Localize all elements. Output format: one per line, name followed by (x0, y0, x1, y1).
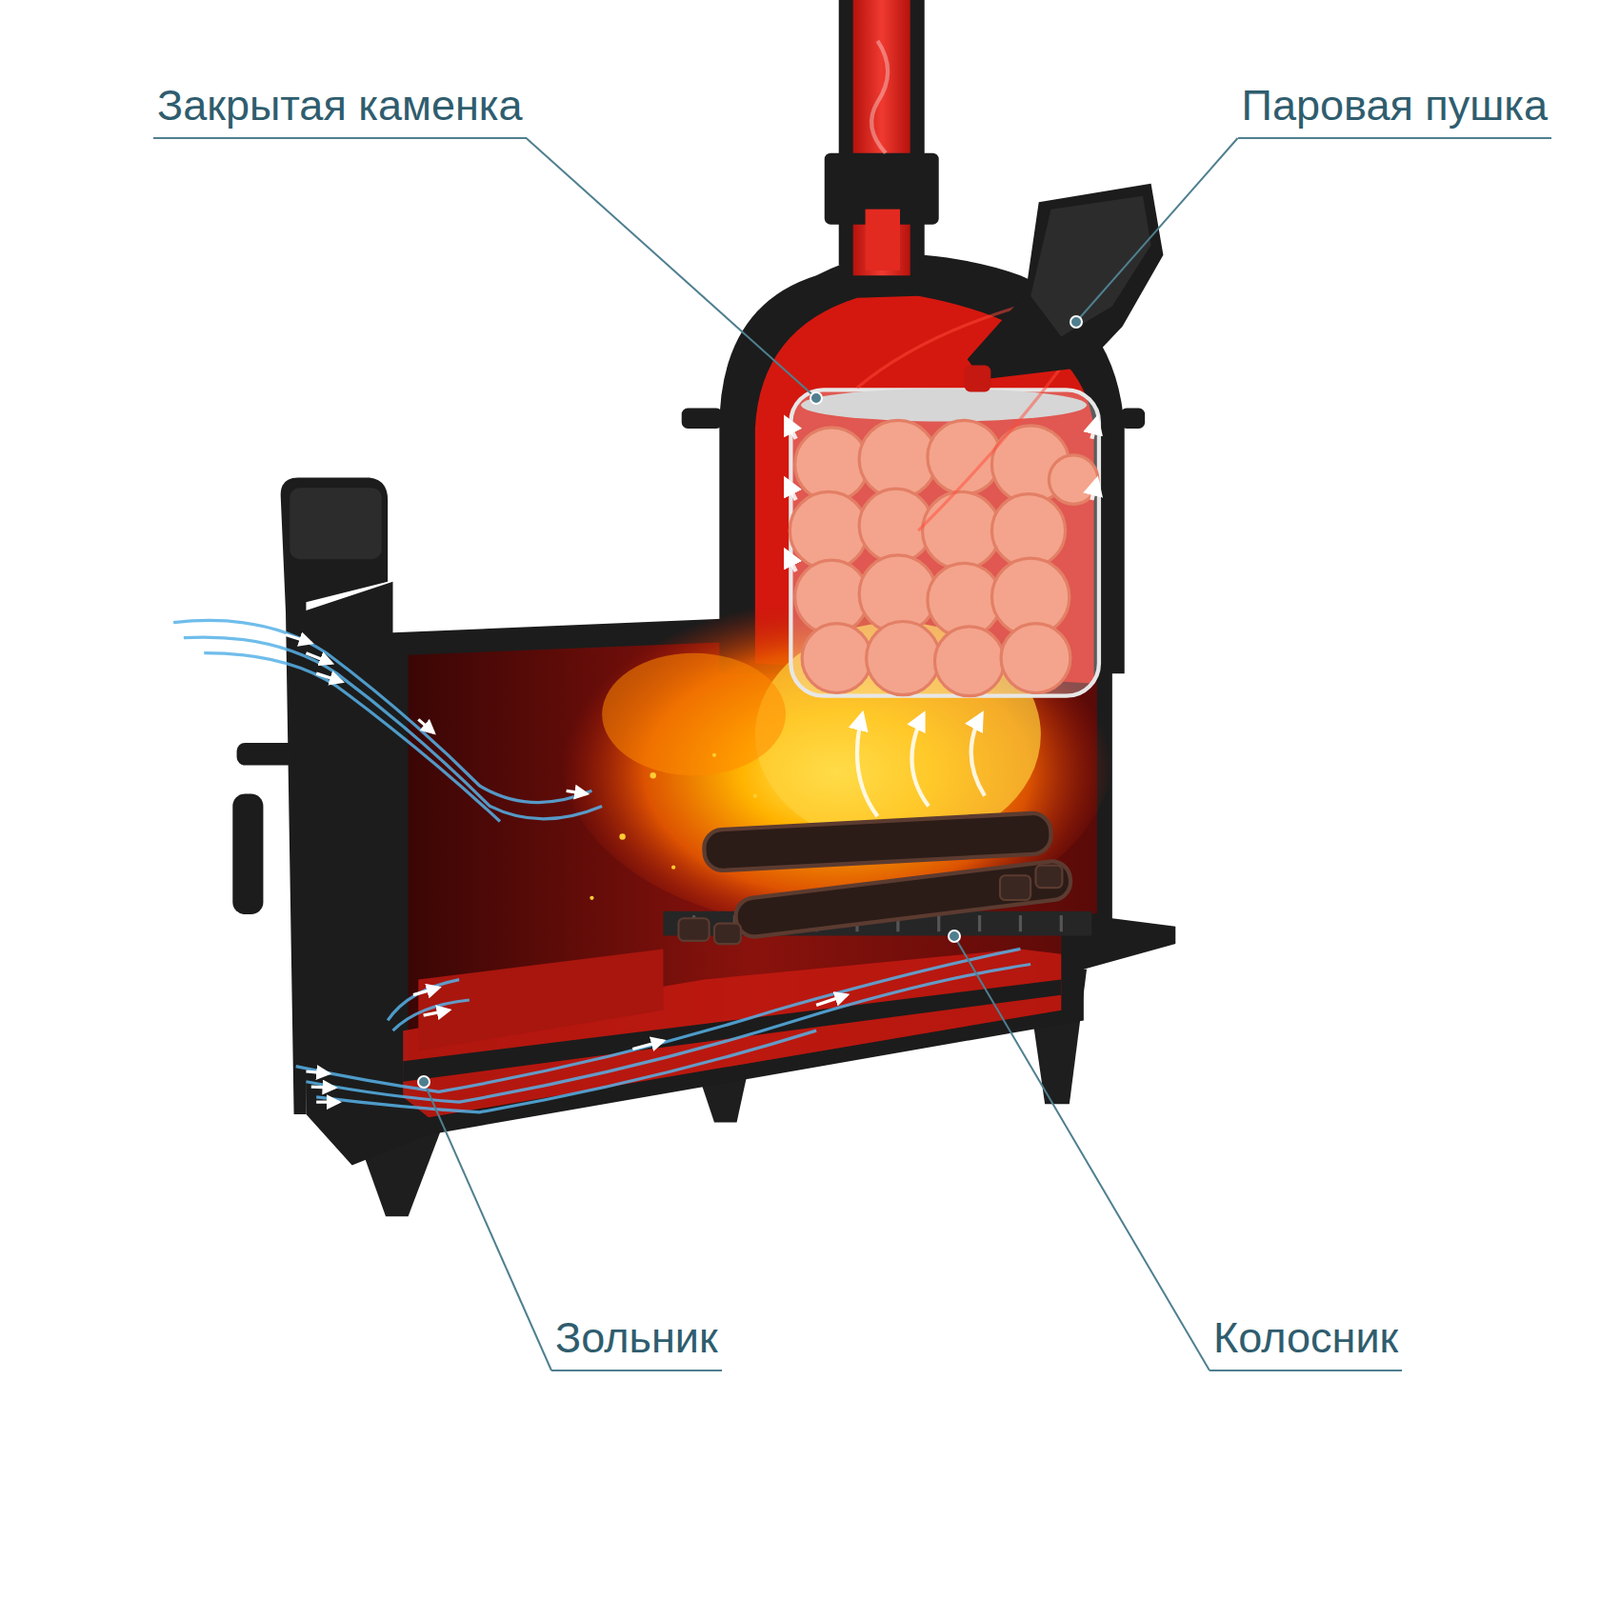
part-label: Закрытая каменка (153, 80, 527, 140)
part-label: Колосник (1209, 1312, 1402, 1372)
leader-line (954, 936, 1210, 1371)
part-label: Паровая пушка (1238, 80, 1552, 140)
leader-line (1076, 138, 1239, 322)
part-label: Зольник (551, 1312, 722, 1372)
leader-dot (1070, 316, 1082, 328)
leader-dot (948, 930, 960, 942)
leader-line (423, 1081, 552, 1371)
leader-dot (810, 392, 822, 404)
leader-dot (418, 1076, 430, 1088)
leader-line (526, 138, 818, 399)
